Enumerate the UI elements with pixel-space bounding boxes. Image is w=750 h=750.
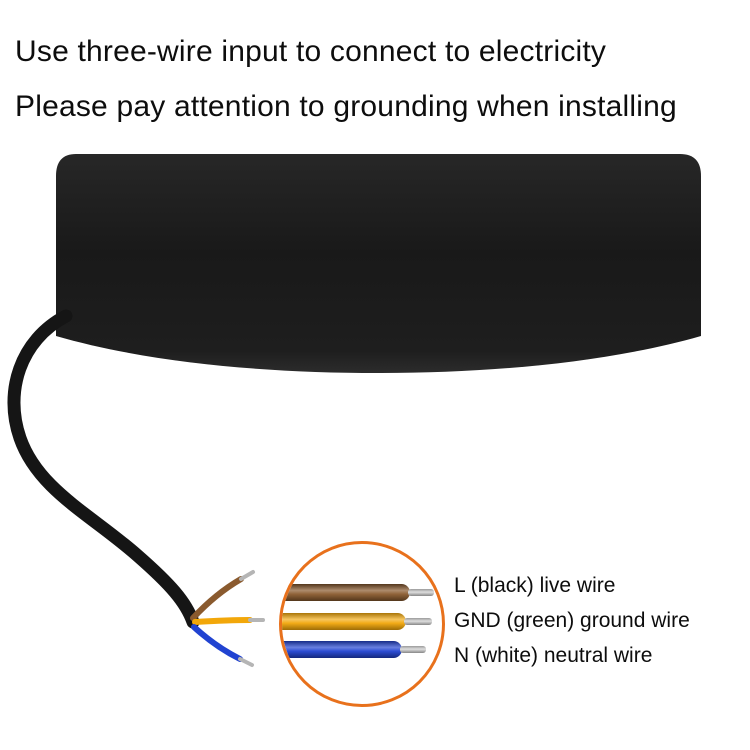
cable-wire-neutral-tip — [238, 657, 254, 667]
cable-wire-live — [190, 576, 244, 621]
legend-label-ground: GND (green) ground wire — [454, 609, 690, 632]
legend-label-live: L (black) live wire — [454, 574, 616, 597]
title-line-2: Please pay attention to grounding when i… — [15, 90, 677, 123]
live-wire-bar — [282, 584, 410, 601]
zoom-detail-circle — [279, 541, 445, 707]
cable-wire-ground — [192, 617, 253, 625]
power-cable — [7, 309, 200, 629]
neutral-wire-bar — [282, 641, 402, 658]
ground-wire-tip — [404, 618, 432, 625]
cable-wire-live-tip — [239, 570, 255, 581]
legend-label-neutral: N (white) neutral wire — [454, 644, 653, 667]
lamp-body — [56, 154, 701, 373]
neutral-wire-tip — [400, 646, 426, 653]
live-wire-tip — [408, 589, 434, 596]
title-block: Use three-wire input to connect to elect… — [15, 24, 677, 134]
ground-wire-bar — [282, 613, 406, 630]
cable-wire-neutral — [191, 624, 243, 662]
wire-legend: L (black) live wire GND (green) ground w… — [454, 573, 690, 678]
title-line-1: Use three-wire input to connect to elect… — [15, 35, 607, 68]
